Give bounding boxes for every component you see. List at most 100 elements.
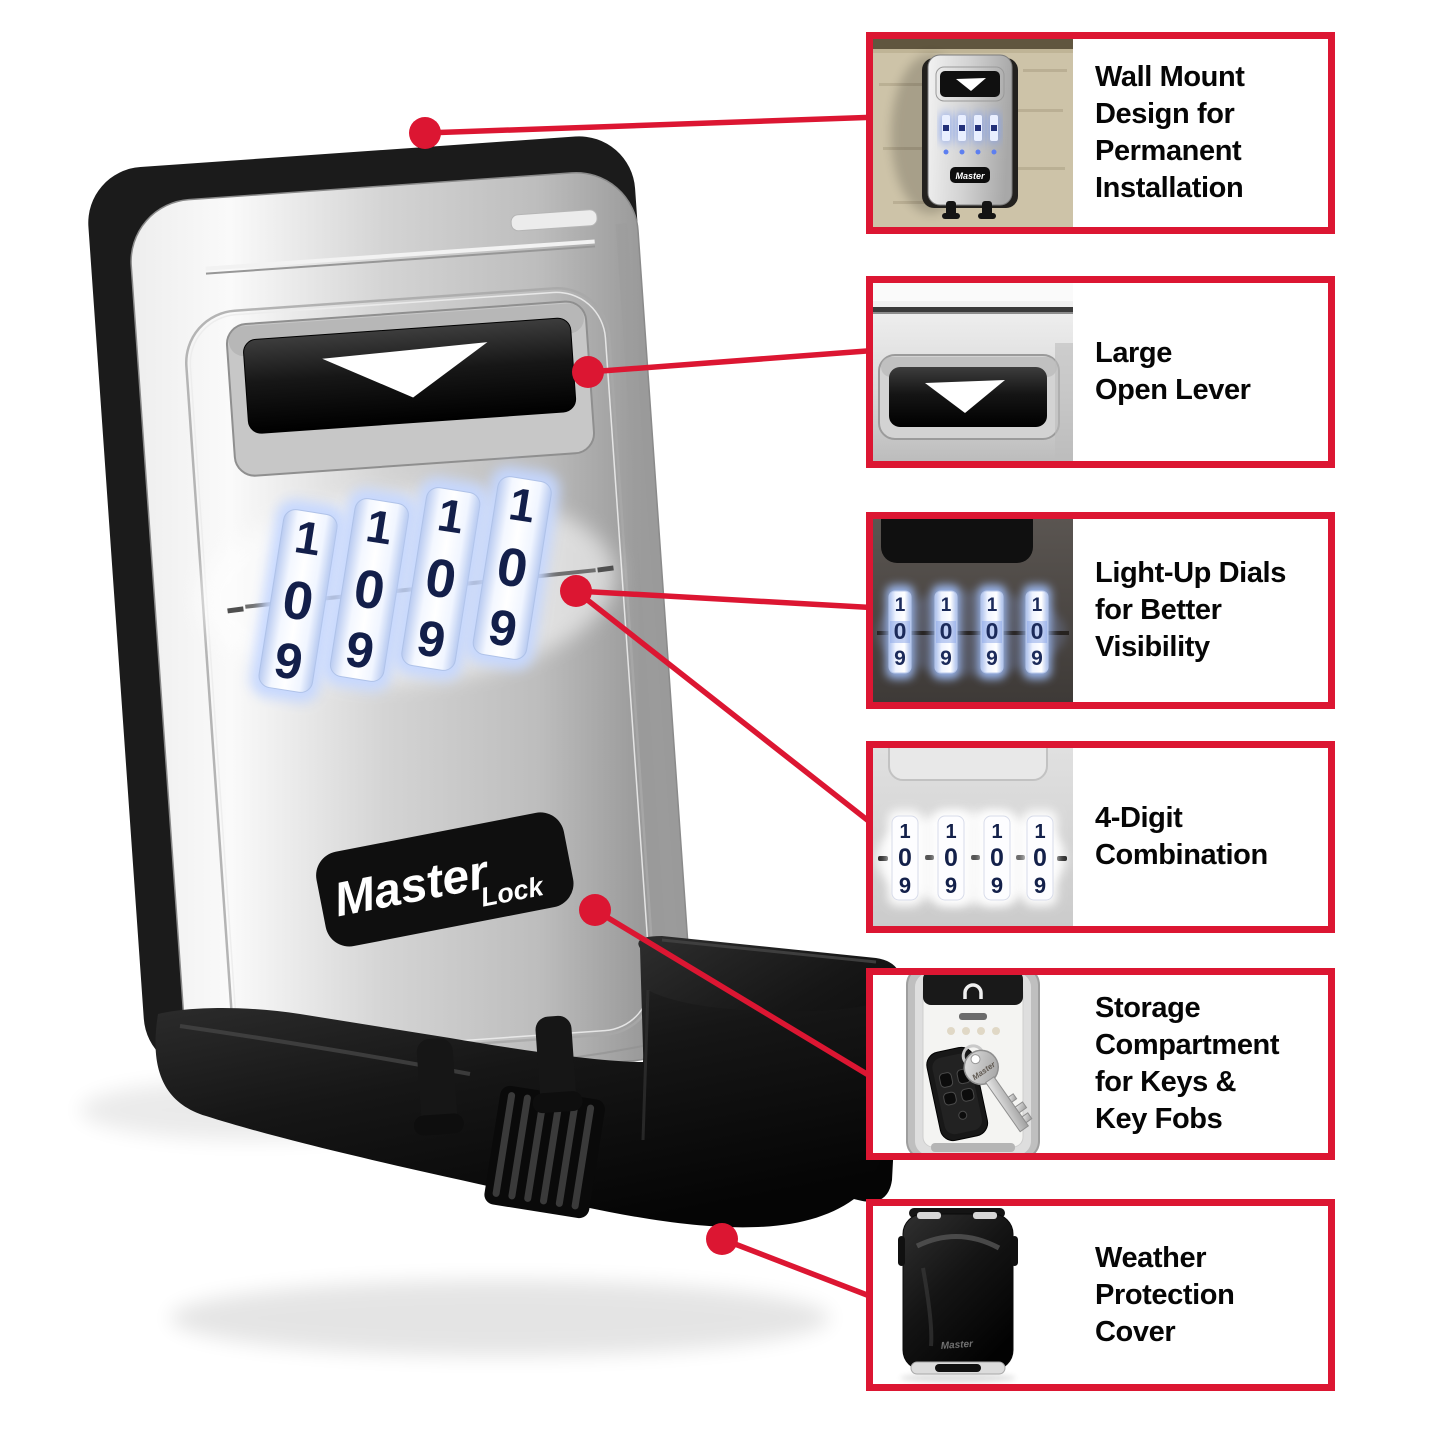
label-wall-mount-text: Wall Mount Design for Permanent Installa… (1095, 61, 1245, 204)
dot-wall-mount (409, 117, 441, 149)
wall-mount-illustration: Master (873, 39, 1073, 227)
svg-text:0: 0 (898, 844, 912, 872)
axle-dashes (878, 855, 1067, 861)
line-wall-mount (424, 114, 881, 136)
combination-dials: 1 0 9 1 0 9 1 0 9 (250, 466, 560, 703)
light-up-dials-illustration: 1 0 9 1 0 9 (873, 519, 1073, 702)
svg-text:1: 1 (941, 595, 952, 616)
svg-text:0: 0 (986, 618, 999, 644)
cover-vent-slots (484, 1085, 605, 1219)
open-lever-illustration (873, 283, 1073, 461)
callout-box-wall-mount: Master Wall Mount Design for Permanent I… (866, 32, 1335, 234)
callout-box-light-up-dials: 1 0 9 1 0 9 (866, 512, 1335, 709)
photo-storage: Master (873, 975, 1073, 1153)
stored-key: Master (961, 1044, 1033, 1133)
top-seam (205, 209, 598, 275)
cover-stamp: Master (940, 1339, 974, 1352)
svg-text:9: 9 (940, 647, 952, 670)
line-open-lever (587, 347, 881, 375)
photo-open-lever (873, 283, 1073, 461)
lit-dial-2: 1 0 9 (932, 585, 960, 679)
label-combination-text: 4-Digit Combination (1095, 802, 1268, 871)
gloss-highlight (915, 1234, 1001, 1251)
mounting-hooks (413, 1015, 583, 1136)
svg-text:0: 0 (1033, 844, 1047, 872)
label-open-lever: Large Open Lever (1073, 283, 1328, 461)
label-light-up-dials: Light-Up Dials for Better Visibility (1073, 519, 1328, 702)
callout-box-combination: 1 0 9 1 0 9 1 0 (866, 741, 1335, 933)
svg-text:0: 0 (944, 844, 958, 872)
label-light-up-dials-text: Light-Up Dials for Better Visibility (1095, 557, 1286, 663)
lit-dial-1: 1 0 9 (886, 585, 914, 679)
hinge (931, 1143, 1015, 1152)
photo-weather-cover: Master (873, 1206, 1073, 1384)
line-storage (593, 907, 882, 1085)
shackle-hole-icon (963, 983, 983, 999)
white-dials: 1 0 9 1 0 9 1 0 (888, 810, 1057, 906)
front-right-edge (615, 223, 684, 1032)
mini-logo: Master (950, 167, 990, 183)
svg-text:1: 1 (895, 595, 906, 616)
svg-text:0: 0 (1031, 618, 1044, 644)
white-dial-2: 1 0 9 (934, 810, 968, 906)
label-storage: Storage Compartment for Keys & Key Fobs (1073, 975, 1328, 1153)
lever-triangle-icon (322, 342, 488, 398)
callout-dots (409, 117, 738, 1255)
shackle-band (923, 975, 1023, 1005)
svg-text:9: 9 (1031, 647, 1043, 670)
dot-dials (560, 575, 592, 607)
svg-text:9: 9 (899, 873, 911, 898)
svg-text:Master: Master (955, 171, 985, 181)
cover-inner-corner (641, 989, 650, 1141)
white-dial-3: 1 0 9 (980, 810, 1014, 906)
svg-text:9: 9 (945, 873, 957, 898)
dial-2: 1 0 9 (321, 488, 418, 692)
lever-triangle-icon (925, 380, 1005, 413)
white-dial-4: 1 0 9 (1023, 810, 1057, 906)
white-dial-1: 1 0 9 (888, 810, 922, 906)
combination-illustration: 1 0 9 1 0 9 1 0 (873, 748, 1073, 926)
callout-box-weather-cover: Master Weather Protection Cover (866, 1199, 1335, 1391)
cover-back-wall-edge (661, 938, 877, 964)
dial-1: 1 0 9 (250, 499, 346, 703)
mini-lockbox: Master (922, 54, 1018, 219)
top-seam-plate (888, 748, 1048, 781)
lit-dial-4: 1 0 9 (1023, 585, 1051, 679)
mini-dials (941, 113, 999, 155)
weather-cover-open (155, 936, 903, 1228)
weather-cover-illustration: Master (873, 1206, 1073, 1384)
svg-text:1: 1 (945, 821, 956, 843)
svg-text:1: 1 (987, 595, 998, 616)
svg-text:1: 1 (1032, 595, 1043, 616)
photo-wall-mount: Master (873, 39, 1073, 227)
photo-combination: 1 0 9 1 0 9 1 0 (873, 748, 1073, 926)
svg-text:1: 1 (991, 821, 1002, 843)
dot-weather-cover (706, 1223, 738, 1255)
callout-lines (424, 114, 882, 1303)
label-wall-mount: Wall Mount Design for Permanent Installa… (1073, 39, 1328, 227)
storage-illustration: Master (873, 975, 1073, 1153)
mini-hooks (942, 201, 996, 219)
callout-box-open-lever: Large Open Lever (866, 276, 1335, 468)
lit-dials: 1 0 9 1 0 9 (886, 585, 1051, 679)
line-combination (574, 588, 882, 833)
line-light-up-dials (575, 588, 881, 611)
svg-text:1: 1 (899, 821, 910, 843)
svg-text:0: 0 (894, 618, 907, 644)
label-weather-cover: Weather Protection Cover (1073, 1206, 1328, 1384)
label-open-lever-text: Large Open Lever (1095, 337, 1251, 406)
recess-shadow (881, 519, 1033, 563)
label-storage-text: Storage Compartment for Keys & Key Fobs (1095, 992, 1280, 1135)
svg-text:9: 9 (1034, 873, 1046, 898)
open-lever (225, 300, 596, 477)
svg-text:9: 9 (991, 873, 1003, 898)
dot-open-lever (572, 356, 604, 388)
lit-dial-3: 1 0 9 (978, 585, 1006, 679)
svg-text:0: 0 (990, 844, 1004, 872)
label-weather-cover-text: Weather Protection Cover (1095, 1241, 1235, 1348)
dial-backs (947, 1027, 1000, 1035)
svg-text:0: 0 (940, 618, 953, 644)
dial-4: 1 0 9 (464, 466, 560, 670)
